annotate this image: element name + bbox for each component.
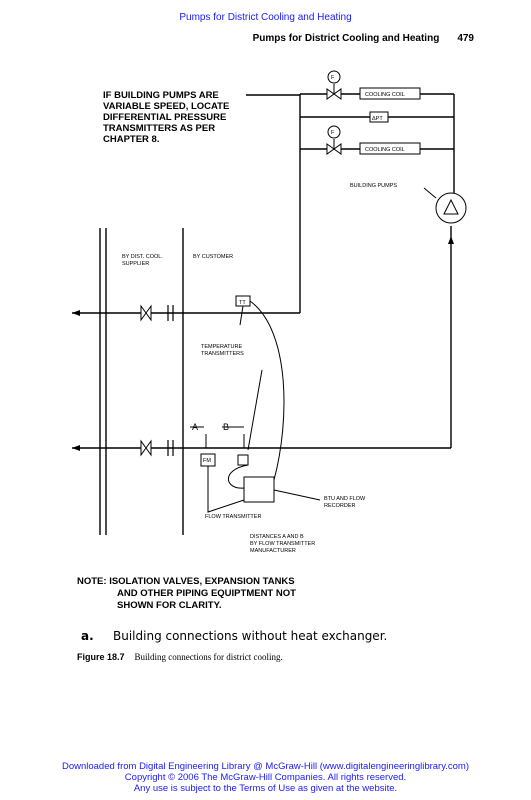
dim-b-label: B — [223, 422, 229, 432]
footer: Downloaded from Digital Engineering Libr… — [0, 761, 531, 794]
footer-download-link[interactable]: Downloaded from Digital Engineering Libr… — [61, 761, 470, 772]
valve-actuator-label-2: F — [331, 130, 335, 136]
distances-label-2: BY FLOW TRANSMITTER — [250, 541, 315, 547]
flow-transmitter-label: FLOW TRANSMITTER — [205, 514, 261, 520]
btu-label-2: RECORDER — [324, 503, 356, 509]
figure-caption-text: Building connections for district coolin… — [134, 652, 283, 662]
supplier-label-2: SUPPLIER — [122, 261, 149, 267]
figure-caption: Figure 18.7 Building connections for dist… — [77, 652, 283, 662]
page-number: 479 — [457, 33, 474, 44]
note-pumps-line2: VARIABLE SPEED, LOCATE — [103, 101, 229, 112]
btu-label-1: BTU AND FLOW — [324, 496, 366, 502]
figure-number: Figure 18.7 — [77, 652, 125, 662]
tt-label: TT — [239, 300, 246, 306]
footer-terms[interactable]: Any use is subject to the Terms of Use a… — [133, 783, 398, 794]
fm-label: FM — [203, 458, 211, 464]
note-isolation-line2: AND OTHER PIPING EQUIPTMENT NOT — [117, 588, 296, 599]
running-head: Pumps for District Cooling and Heating 47… — [253, 33, 474, 44]
top-link[interactable]: Pumps for District Cooling and Heating — [179, 12, 352, 23]
note-isolation-line1: NOTE: ISOLATION VALVES, EXPANSION TANKS — [77, 576, 295, 587]
note-pumps-line3: DIFFERENTIAL PRESSURE — [103, 112, 226, 123]
note-pumps-line5: CHAPTER 8. — [103, 134, 159, 145]
cooling-coil-label-1: COOLING COIL — [365, 92, 405, 98]
note-pumps-line1: IF BUILDING PUMPS ARE — [103, 90, 219, 101]
note-isolation-line3: SHOWN FOR CLARITY. — [117, 600, 222, 611]
subcaption-text: Building connections without heat exchan… — [113, 629, 387, 643]
temp-transmitters-label-1: TEMPERATURE — [201, 344, 242, 350]
dim-a-label: A — [192, 422, 198, 432]
temp-transmitters-label-2: TRANSMITTERS — [201, 351, 244, 357]
building-pumps-label: BUILDING PUMPS — [350, 183, 397, 189]
dp-label: ΔPT — [372, 116, 383, 122]
distances-label-3: MANUFACTURER — [250, 548, 296, 554]
distances-label-1: DISTANCES A AND B — [250, 534, 304, 540]
supplier-label-1: BY DIST. COOL. — [122, 254, 163, 260]
valve-actuator-label-1: F — [331, 75, 335, 81]
cooling-coil-label-2: COOLING COIL — [365, 147, 405, 153]
note-pumps-line4: TRANSMITTERS AS PER — [103, 123, 215, 134]
subcaption-letter: a. — [81, 629, 94, 643]
customer-label: BY CUSTOMER — [193, 254, 233, 260]
footer-copyright: Copyright © 2006 The McGraw-Hill Compani… — [124, 772, 407, 783]
running-title: Pumps for District Cooling and Heating — [252, 33, 440, 44]
